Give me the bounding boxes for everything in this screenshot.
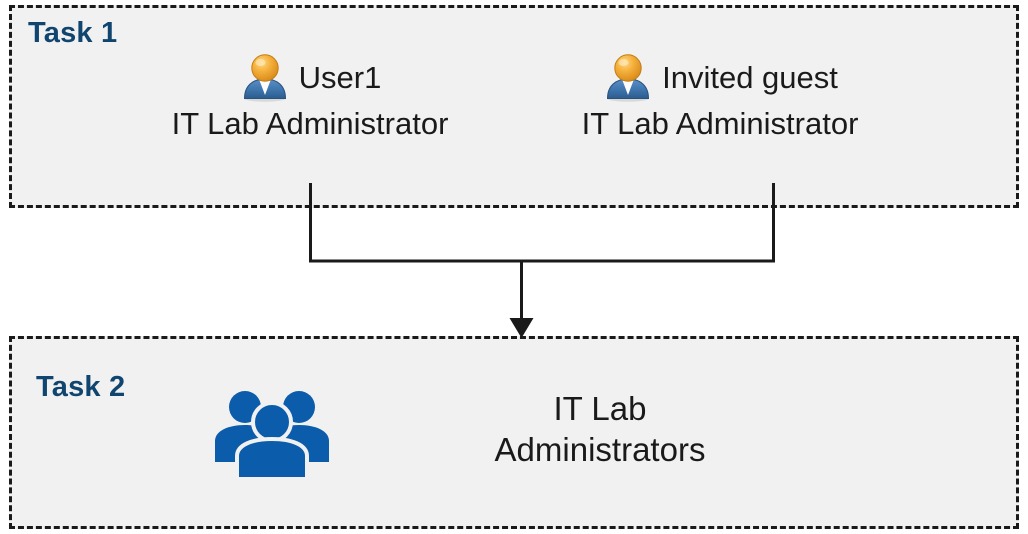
- group-of-people-icon: [212, 386, 332, 482]
- person-name-row: User1: [130, 48, 490, 106]
- user-icon: [239, 51, 291, 103]
- person-entry-invited-guest: Invited guest IT Lab Administrator: [540, 48, 900, 139]
- group-name-line-2: Administrators: [494, 431, 706, 469]
- group-name-label: IT Lab Administrators: [400, 388, 800, 471]
- person-name: User1: [298, 59, 382, 95]
- person-role: IT Lab Administrator: [171, 106, 449, 141]
- task-2-label: Task 2: [36, 371, 126, 403]
- person-name: Invited guest: [662, 59, 838, 95]
- group-name-line-1: IT Lab: [553, 390, 647, 427]
- person-role: IT Lab Administrator: [581, 106, 859, 141]
- task-1-label: Task 1: [28, 17, 118, 49]
- task-2-container: [9, 336, 1019, 529]
- person-entry-user1: User1 IT Lab Administrator: [130, 48, 490, 139]
- task-1-container: [9, 5, 1019, 208]
- person-name-row: Invited guest: [540, 48, 900, 106]
- user-icon: [602, 51, 654, 103]
